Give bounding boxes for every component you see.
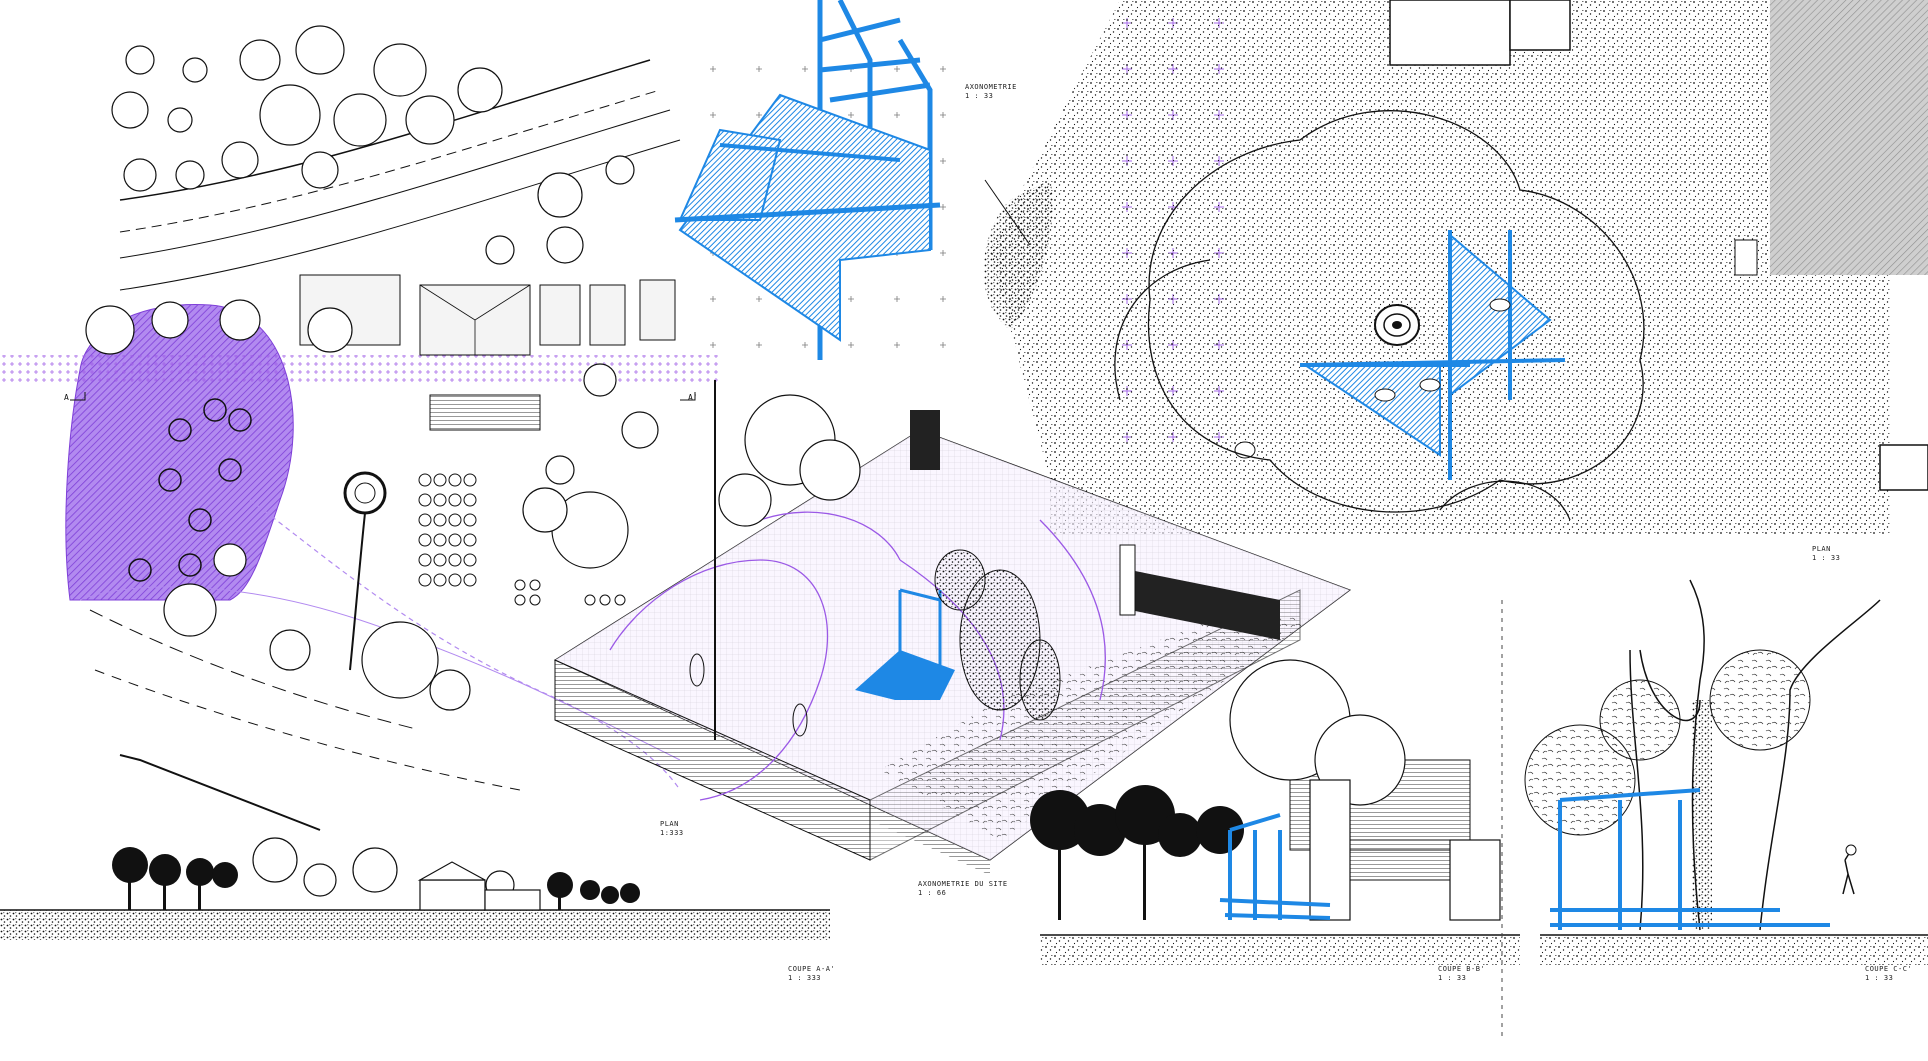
cut-marker-a: A	[64, 393, 69, 402]
site-plan: A A'	[0, 25, 720, 831]
site-axonometric	[553, 380, 1352, 875]
axonometric-structure	[674, 0, 960, 360]
label-site-plan: PLAN 1:333	[660, 820, 684, 838]
label-axo-site-scale: 1 : 66	[918, 889, 947, 897]
label-section-b-title: COUPE B-B'	[1438, 965, 1486, 973]
detail-plan: .	[983, 0, 1928, 611]
label-axo-site: AXONOMETRIE DU SITE 1 : 66	[918, 880, 1008, 898]
svg-text:.: .	[1400, 609, 1401, 611]
label-section-a: COUPE A-A' 1 : 333	[788, 965, 835, 983]
label-axo-top-scale: 1 : 33	[965, 92, 994, 100]
label-axo-site-title: AXONOMETRIE DU SITE	[918, 880, 1008, 888]
label-section-a-title: COUPE A-A'	[788, 965, 836, 973]
label-plan-detail-scale: 1 : 33	[1812, 554, 1841, 562]
label-section-a-scale: 1 : 333	[788, 974, 822, 982]
section-b	[1030, 659, 1520, 965]
label-section-b: COUPE B-B' 1 : 33	[1438, 965, 1485, 983]
label-section-c: COUPE C-C' 1 : 33	[1865, 965, 1912, 983]
label-plan-detail-title: PLAN	[1812, 545, 1831, 553]
label-axo-top: AXONOMETRIE 1 : 33	[965, 83, 1017, 101]
section-a	[0, 837, 830, 940]
section-c	[1501, 579, 1928, 1040]
label-site-plan-scale: 1:333	[660, 829, 684, 837]
label-plan-detail: PLAN 1 : 33	[1812, 545, 1840, 563]
label-section-c-scale: 1 : 33	[1865, 974, 1894, 982]
label-section-c-title: COUPE C-C'	[1865, 965, 1913, 973]
cut-marker-a-prime: A'	[688, 393, 698, 402]
label-section-b-scale: 1 : 33	[1438, 974, 1467, 982]
label-site-plan-title: PLAN	[660, 820, 679, 828]
label-axo-top-title: AXONOMETRIE	[965, 83, 1017, 91]
